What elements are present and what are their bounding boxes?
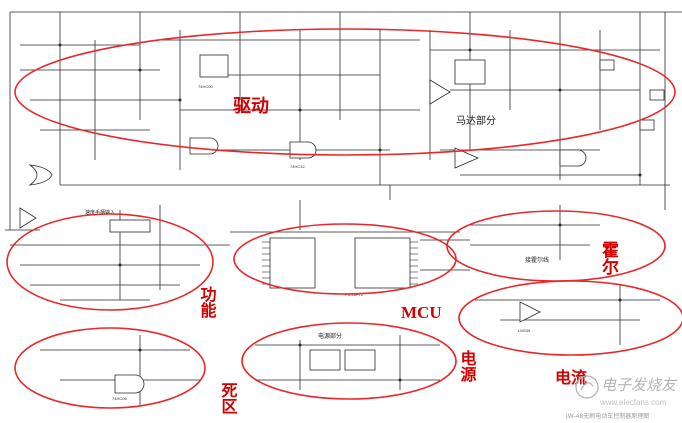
power-region-label: 电源 — [458, 349, 477, 383]
watermark: 电子发烧友 www.elecfans.com JW-48无刷电动车控制器原理图 — [565, 375, 678, 420]
mcu-pins — [262, 241, 418, 285]
chip-label: 74HC32 — [290, 164, 305, 169]
motor-section-label: 马达部分 — [456, 114, 496, 127]
watermark-caption: JW-48无刷电动车控制器原理图 — [565, 412, 649, 420]
power-supply-sublabel: 电源部分 — [318, 332, 342, 340]
hall-region-label: 霍尔 — [598, 241, 619, 276]
speed-input-sublabel: 速度手柄输入 — [85, 209, 115, 216]
schematic-components — [19, 54, 665, 394]
mcu-region-ellipse — [233, 223, 457, 295]
mcu-region-label: MCU — [401, 303, 442, 322]
schematic-wiring — [5, 11, 682, 405]
hall-region-ellipse — [446, 210, 666, 282]
elecfans-logo-icon — [575, 375, 599, 399]
chip-label: 74HC08 — [112, 396, 127, 401]
chip-label: 74HC00 — [198, 84, 213, 89]
hall-wire-sublabel: 接霍尔线 — [525, 256, 549, 264]
deadzone-region-label: 死区 — [219, 382, 238, 414]
chip-label: LM339 — [518, 328, 531, 333]
function-region-label-1: 功能 — [198, 286, 217, 319]
function-region-ellipse — [6, 213, 214, 311]
drive-region-ellipse — [14, 28, 676, 156]
power-region-ellipse — [241, 322, 457, 400]
current-region-label: 电流 — [555, 368, 587, 387]
watermark-brand: 电子发烧友 — [601, 376, 678, 394]
current-region-ellipse — [458, 280, 682, 356]
deadzone-region-ellipse — [14, 327, 206, 409]
drive-region-label: 驱动 — [233, 96, 269, 117]
watermark-url: www.elecfans.com — [599, 398, 667, 407]
junction-dots — [58, 43, 642, 382]
